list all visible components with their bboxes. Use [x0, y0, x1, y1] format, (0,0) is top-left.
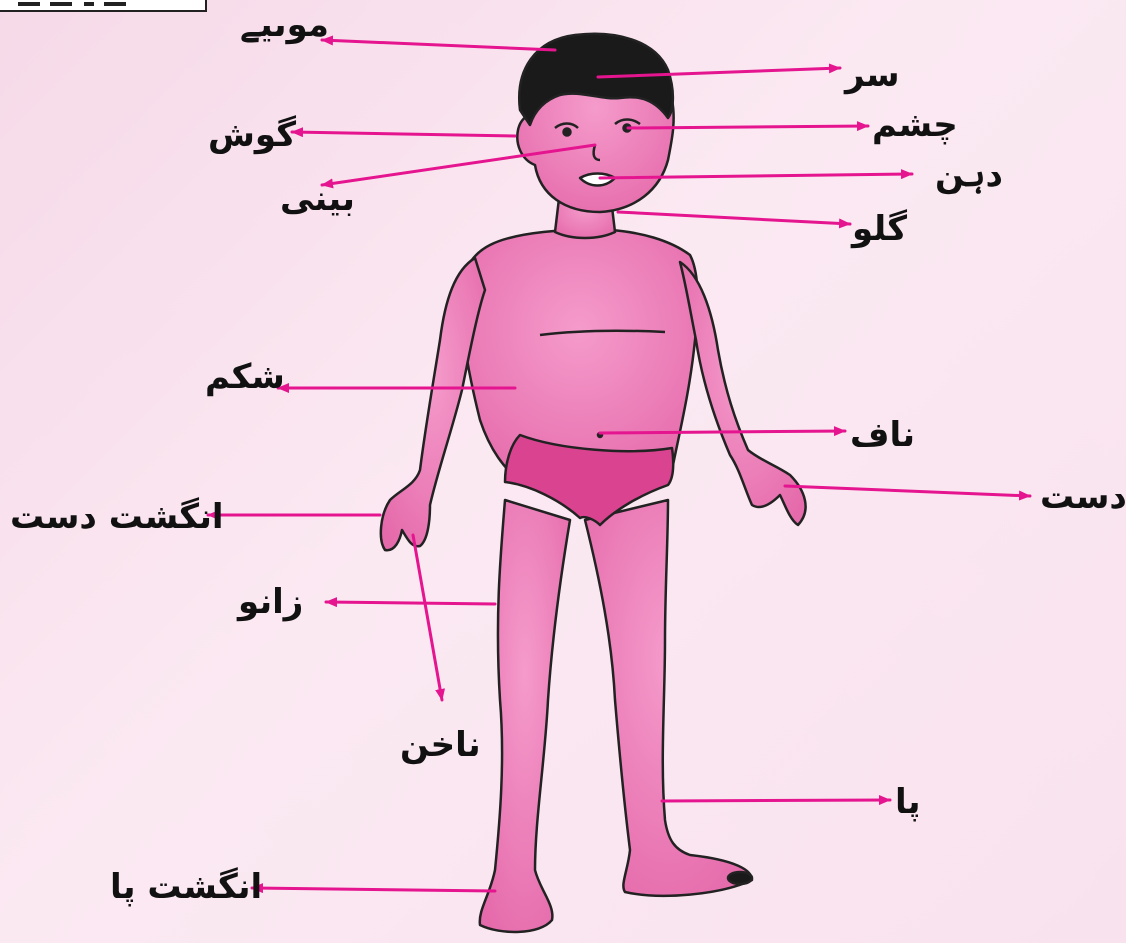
- arrow-hair: [322, 40, 555, 50]
- label-finger: انگشت دست: [10, 500, 224, 534]
- label-toe: انگشت پا: [110, 870, 262, 904]
- label-ear: گوش: [208, 118, 296, 152]
- label-belly: شکم: [205, 360, 285, 394]
- arrow-navel: [600, 431, 845, 433]
- arrow-hand: [785, 486, 1030, 496]
- label-hand: دست: [1040, 480, 1126, 514]
- arrow-foot: [662, 800, 890, 801]
- label-eye: چشم: [872, 108, 958, 142]
- label-nail: ناخن: [400, 728, 481, 762]
- arrow-toe: [252, 888, 495, 891]
- label-navel: ناف: [850, 418, 915, 452]
- label-head: سر: [845, 58, 900, 92]
- right-leg: [585, 500, 752, 896]
- left-leg: [480, 500, 570, 932]
- left-arm: [381, 258, 485, 550]
- arrow-eye: [628, 126, 868, 128]
- torso: [460, 230, 698, 480]
- arrow-nail: [413, 535, 442, 700]
- label-hair: موىيے: [240, 8, 329, 42]
- label-knee: زانو: [238, 585, 303, 619]
- label-foot: پا: [895, 785, 921, 819]
- label-nose: بینی: [280, 182, 355, 216]
- label-mouth: دہن: [935, 158, 1003, 192]
- arrow-ear: [292, 132, 515, 136]
- label-neck: گلو: [852, 212, 907, 246]
- arrow-neck: [618, 212, 850, 224]
- arrow-knee: [326, 602, 495, 604]
